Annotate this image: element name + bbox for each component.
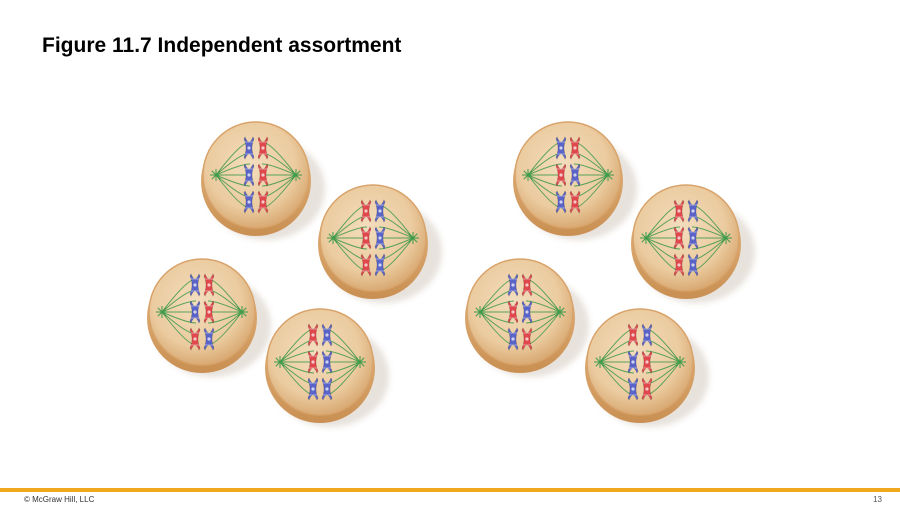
chromosome bbox=[321, 350, 333, 374]
chromosome bbox=[507, 300, 519, 324]
spindle-pole bbox=[156, 306, 168, 318]
spindle-pole bbox=[274, 356, 286, 368]
chromosome bbox=[360, 253, 372, 277]
dividing-cell bbox=[201, 121, 325, 240]
spindle-pole bbox=[602, 169, 614, 181]
spindle-pole bbox=[407, 232, 419, 244]
chromosome bbox=[243, 190, 255, 214]
spindle-pole bbox=[674, 356, 686, 368]
chromosome bbox=[687, 253, 699, 277]
chromosome bbox=[203, 300, 215, 324]
chromosome bbox=[360, 226, 372, 250]
chromosome bbox=[189, 300, 201, 324]
slide-title: Figure 11.7 Independent assortment bbox=[42, 34, 402, 57]
footer-accent-rule bbox=[0, 488, 900, 492]
chromosome bbox=[243, 163, 255, 187]
chromosome bbox=[257, 163, 269, 187]
chromosome bbox=[243, 136, 255, 160]
copyright-notice: © McGraw Hill, LLC bbox=[24, 495, 95, 504]
chromosome bbox=[203, 273, 215, 297]
spindle-pole bbox=[210, 169, 222, 181]
spindle-pole bbox=[594, 356, 606, 368]
chromosome bbox=[627, 377, 639, 401]
chromosome bbox=[257, 190, 269, 214]
chromosome bbox=[627, 350, 639, 374]
dividing-cell bbox=[465, 258, 589, 377]
chromosome bbox=[627, 323, 639, 347]
chromosome bbox=[189, 327, 201, 351]
chromosome bbox=[687, 226, 699, 250]
spindle-pole bbox=[354, 356, 366, 368]
chromosome bbox=[307, 323, 319, 347]
spindle-pole bbox=[720, 232, 732, 244]
spindle-pole bbox=[640, 232, 652, 244]
chromosome bbox=[521, 273, 533, 297]
chromosome bbox=[521, 300, 533, 324]
chromosome bbox=[521, 327, 533, 351]
chromosome bbox=[641, 350, 653, 374]
chromosome bbox=[321, 323, 333, 347]
chromosome bbox=[641, 377, 653, 401]
chromosome bbox=[687, 199, 699, 223]
chromosome bbox=[307, 350, 319, 374]
dividing-cell bbox=[513, 121, 637, 240]
chromosome bbox=[641, 323, 653, 347]
chromosome bbox=[673, 199, 685, 223]
spindle-pole bbox=[290, 169, 302, 181]
chromosome bbox=[189, 273, 201, 297]
chromosome bbox=[374, 226, 386, 250]
dividing-cell bbox=[318, 184, 442, 303]
spindle-pole bbox=[236, 306, 248, 318]
chromosome bbox=[257, 136, 269, 160]
dividing-cell bbox=[585, 308, 709, 427]
chromosome bbox=[507, 327, 519, 351]
chromosome bbox=[673, 253, 685, 277]
chromosome bbox=[321, 377, 333, 401]
dividing-cell bbox=[631, 184, 755, 303]
page-number: 13 bbox=[873, 495, 882, 504]
chromosome bbox=[555, 136, 567, 160]
chromosome bbox=[673, 226, 685, 250]
chromosome bbox=[374, 253, 386, 277]
chromosome bbox=[507, 273, 519, 297]
spindle-pole bbox=[522, 169, 534, 181]
dividing-cell bbox=[147, 258, 271, 377]
dividing-cell bbox=[265, 308, 389, 427]
chromosome bbox=[360, 199, 372, 223]
chromosome bbox=[203, 327, 215, 351]
chromosome bbox=[307, 377, 319, 401]
chromosome bbox=[569, 136, 581, 160]
chromosome bbox=[569, 190, 581, 214]
spindle-pole bbox=[474, 306, 486, 318]
chromosome bbox=[374, 199, 386, 223]
spindle-pole bbox=[327, 232, 339, 244]
chromosome bbox=[569, 163, 581, 187]
chromosome bbox=[555, 163, 567, 187]
spindle-pole bbox=[554, 306, 566, 318]
chromosome bbox=[555, 190, 567, 214]
